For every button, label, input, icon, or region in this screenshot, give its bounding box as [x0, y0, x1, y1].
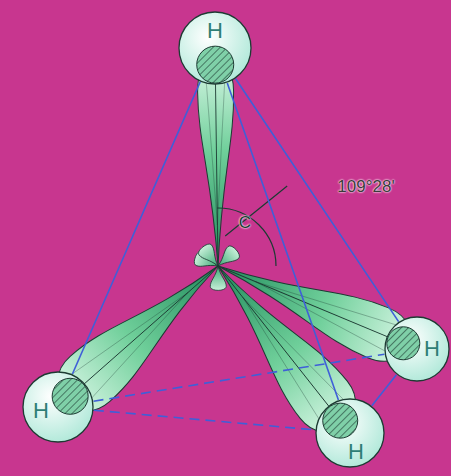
tetrahedron-edge — [227, 83, 338, 400]
atom-sphere — [22, 371, 94, 443]
lobe-axis — [215, 61, 218, 266]
hydrogen-atom: H — [315, 398, 385, 468]
atom-symbol: H — [348, 441, 364, 463]
lobe-shading — [215, 71, 227, 225]
atom-symbol: H — [207, 20, 223, 42]
tetrahedron-edge — [94, 410, 315, 430]
lobe-shading — [205, 71, 217, 225]
lobe-shading — [230, 297, 336, 425]
atom-sphere — [384, 316, 450, 382]
atom-symbol: H — [33, 400, 49, 422]
atom-symbol: H — [424, 338, 440, 360]
tetrahedron-edge — [72, 82, 200, 374]
hybrid-lobe — [45, 243, 237, 423]
hydrogen-atom: H — [384, 316, 450, 382]
atom-label: C — [239, 214, 251, 231]
lobe-shading — [243, 287, 349, 415]
orbital-overlap — [323, 403, 358, 438]
angle-value: 109°28' — [337, 178, 394, 195]
lobe-shading — [64, 280, 188, 392]
hybrid-lobe — [194, 247, 367, 444]
hydrogen-atom: H — [178, 11, 252, 85]
lobe-axis — [218, 266, 342, 423]
hydrogen-atom: H — [22, 371, 94, 443]
tetrahedron-edge — [236, 79, 399, 322]
orbital-overlap — [387, 327, 420, 360]
tetrahedron-edge — [94, 354, 385, 401]
tetrahedron-edge — [372, 375, 397, 406]
orbital-overlap — [197, 46, 234, 83]
orbital-overlap — [52, 378, 88, 414]
